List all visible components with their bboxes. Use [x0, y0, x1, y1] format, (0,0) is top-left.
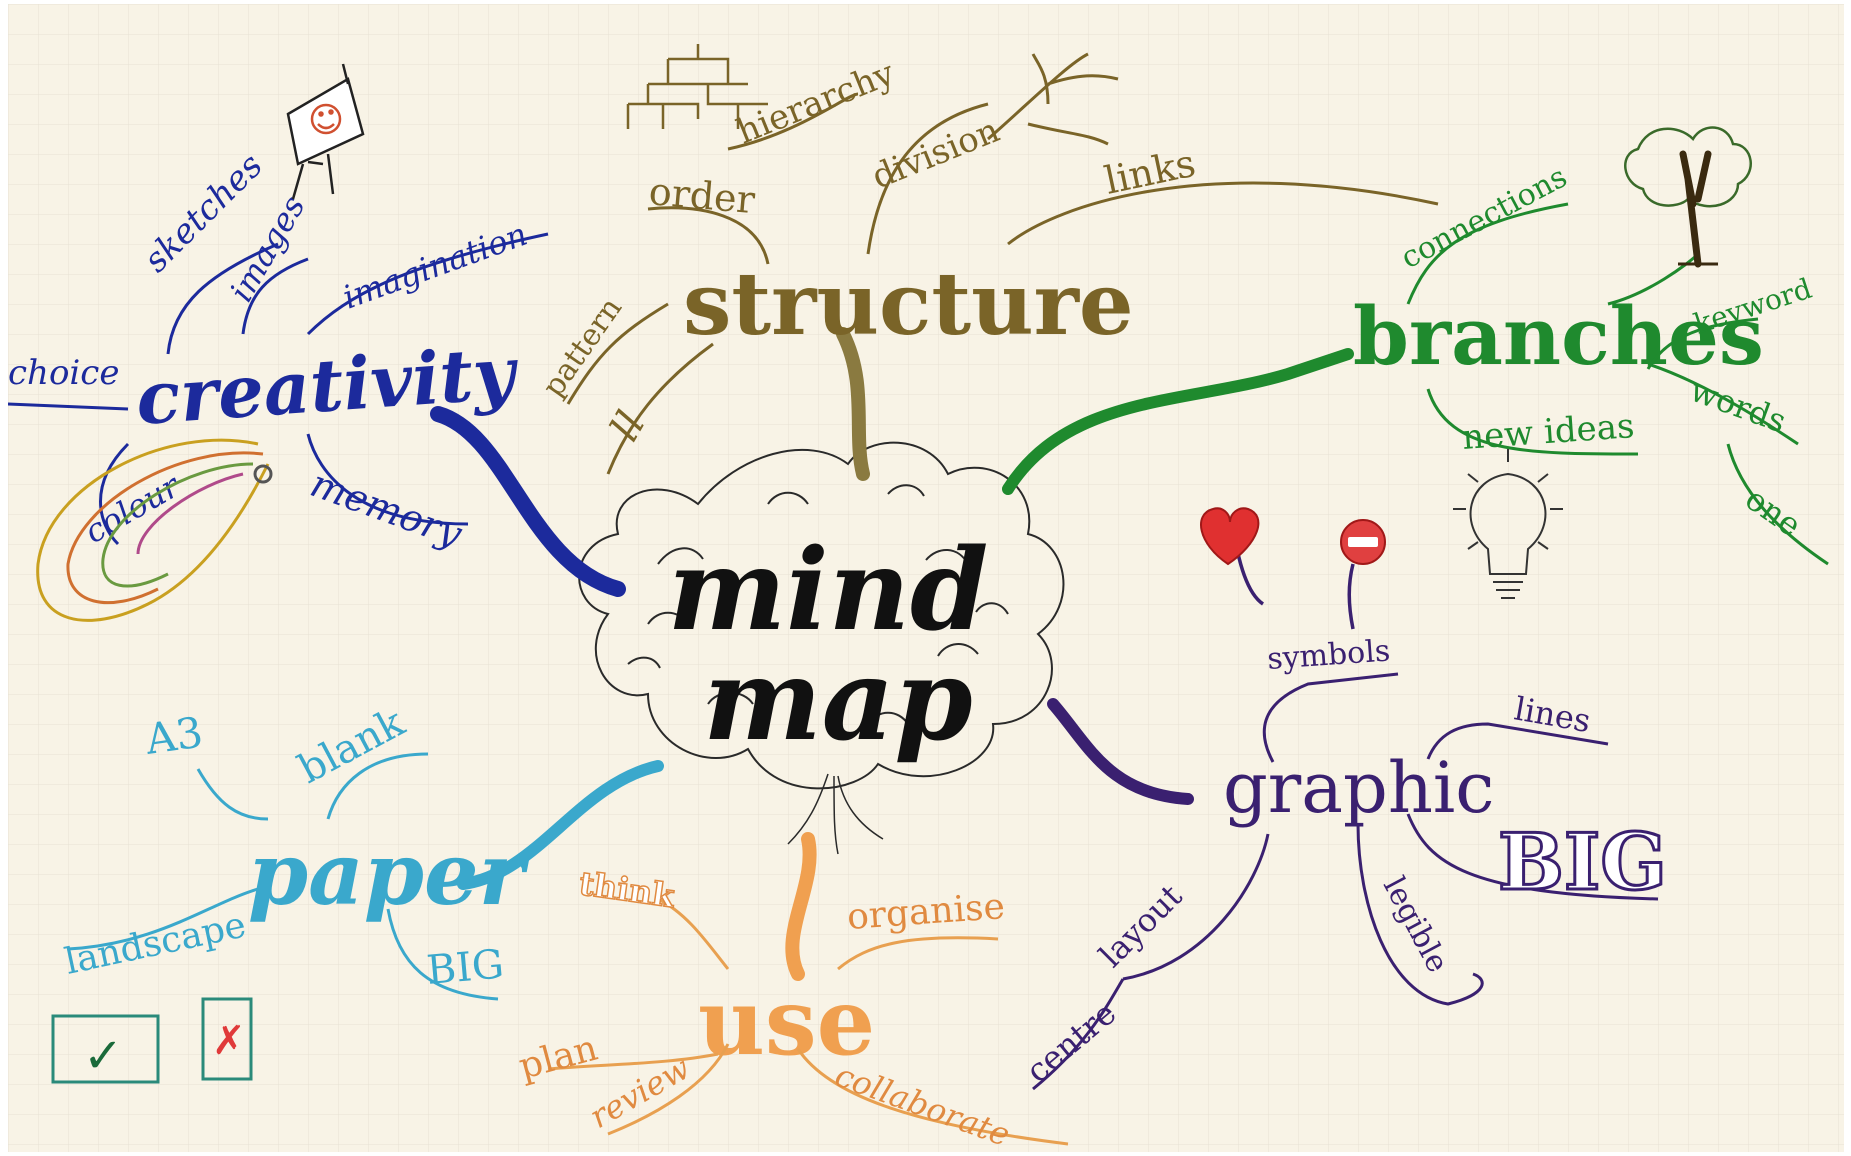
label-paper: paper [248, 824, 530, 925]
sub-paper-big: BIG [425, 941, 506, 994]
sub-graphic-big: BIG [1498, 817, 1667, 908]
colour-swirl-icon [36, 438, 273, 622]
tick-mark-icon: ✓ [83, 1028, 123, 1084]
label-structure: structure [683, 254, 1134, 355]
connector-paper [457, 760, 664, 890]
cross-box-icon: ✗ [201, 997, 253, 1081]
heart-icon [1200, 507, 1260, 566]
connector-creativity [430, 406, 626, 597]
label-graphic: graphic [1223, 747, 1495, 829]
paper-grid [8, 4, 1844, 1152]
sub-paper-a3: A3 [142, 707, 206, 764]
mind-map-canvas: mind map creativity sketches images imag… [8, 4, 1844, 1152]
no-entry-icon [1340, 519, 1386, 565]
tree-icon [1624, 126, 1752, 268]
branch-paper: paper A3 blank landscape BIG ✓ ✗ [51, 699, 530, 1084]
connector-graphic [1047, 698, 1194, 805]
hierarchy-chart-icon [626, 44, 768, 129]
label-use: use [698, 968, 875, 1076]
lightbulb-icon [1453, 449, 1563, 599]
center-cloud [578, 441, 1065, 855]
sub-structure-order: order [647, 169, 757, 222]
connector-structure [836, 327, 870, 481]
tick-box-icon: ✓ [51, 1014, 160, 1084]
center-title-line2: map [703, 635, 972, 766]
easel-smiley-icon [286, 63, 365, 200]
connector-branches [1002, 348, 1354, 495]
cross-mark-icon: ✗ [212, 1018, 246, 1064]
label-branches: branches [1353, 289, 1764, 383]
sub-graphic-symbols: symbols [1266, 633, 1391, 676]
mind-map-board: mind map creativity sketches images imag… [8, 4, 1844, 1152]
center-title-line1: mind [668, 525, 989, 656]
sub-creativity-choice: choice [8, 353, 119, 393]
connector-use [785, 832, 817, 981]
